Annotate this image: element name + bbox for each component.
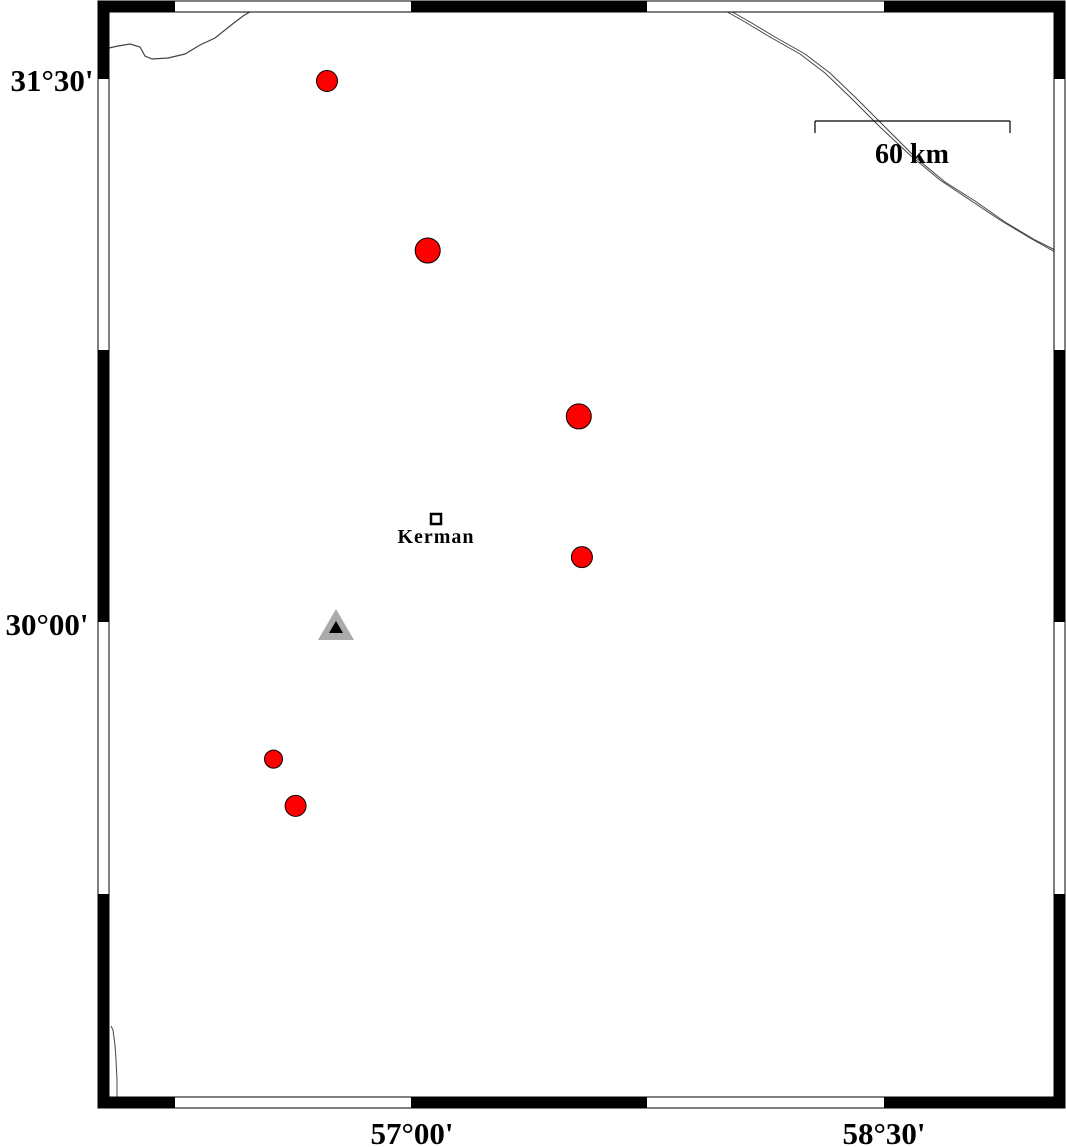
city-kerman: Kerman	[397, 512, 474, 548]
y-tick-label-30-00: 30°00'	[5, 607, 88, 642]
city-marker-icon	[429, 512, 443, 526]
earthquake-event-marker	[570, 546, 593, 569]
x-tick-label-58-30: 58°30'	[842, 1116, 925, 1147]
boundary-line-southwest	[110, 1025, 118, 1100]
x-tick-label-57-00: 57°00'	[370, 1116, 453, 1147]
boundary-line-northeast-b	[726, 8, 1056, 251]
scale-bar: 60 km	[814, 120, 1011, 170]
earthquake-event-marker	[264, 749, 283, 769]
city-label: Kerman	[397, 526, 474, 548]
boundary-line-northeast-a	[721, 8, 1056, 253]
map-frame	[97, 0, 1066, 1109]
earthquake-event-marker	[316, 70, 338, 92]
y-tick-label-31-30: 31°30'	[10, 63, 93, 98]
boundary-line-northwest	[108, 9, 254, 60]
events-layer	[264, 70, 593, 817]
earthquake-event-marker	[414, 237, 441, 264]
scale-bar-label: 60 km	[875, 139, 949, 170]
earthquake-event-marker	[565, 403, 592, 430]
earthquake-event-marker	[284, 794, 307, 817]
station-triangle-icon	[318, 609, 354, 640]
